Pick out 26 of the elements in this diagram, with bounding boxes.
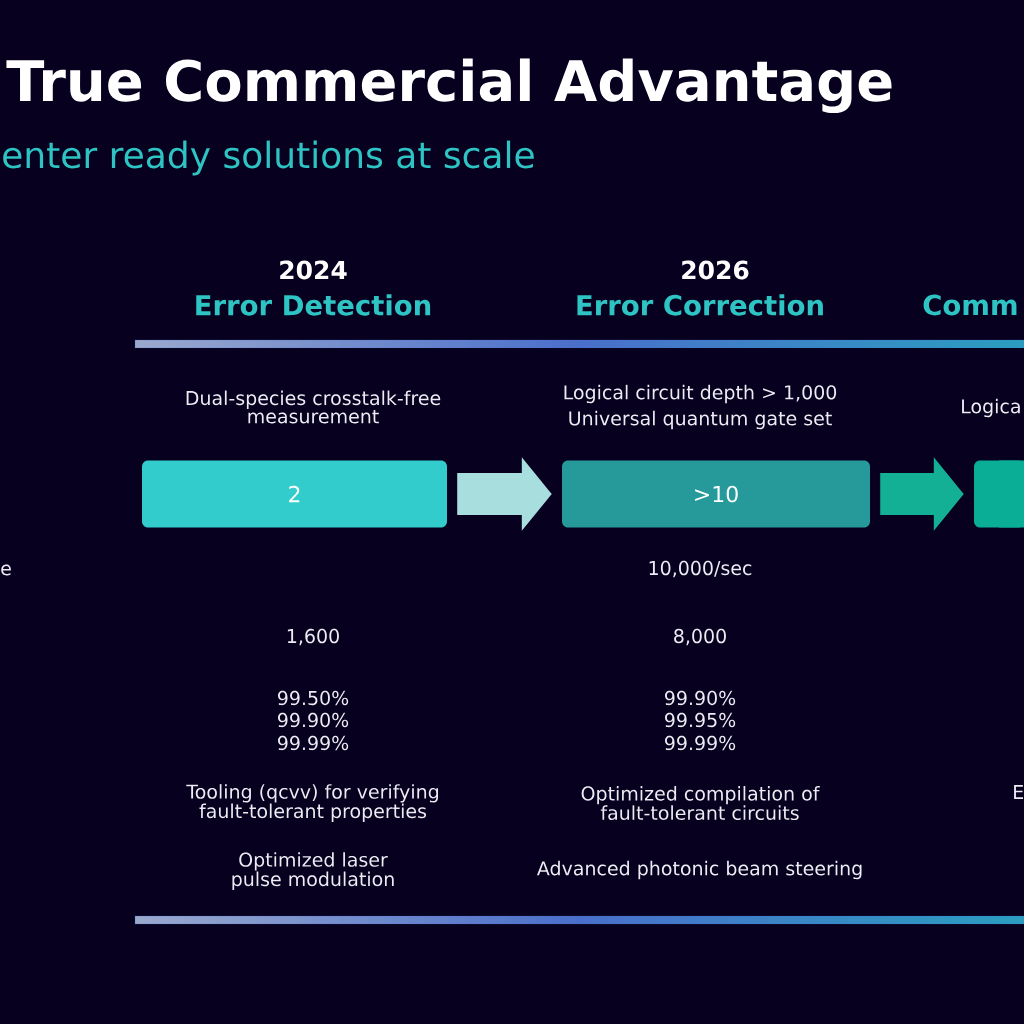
value-text: 8,000: [674, 628, 726, 646]
milestone-text: Universal quantum gate set: [569, 410, 832, 430]
fidelity-value: 99.90%: [665, 690, 736, 706]
fidelity-value: 99.50%: [277, 690, 349, 706]
milestone-text: E: [1014, 785, 1023, 799]
milestone-box: [974, 460, 1024, 528]
value-text: 10,000/sec: [649, 560, 752, 578]
row-text: e: [1, 564, 11, 576]
fidelity-value: 99.90%: [277, 712, 349, 728]
phase-heading: Comm: [923, 294, 1017, 316]
milestone-text: Advanced photonic beam steering: [536, 860, 862, 880]
subtitle: enter ready solutions at scale: [3, 140, 534, 176]
title: True Commercial Advantage: [6, 58, 892, 114]
value-text: 1,600: [287, 628, 339, 646]
milestone-box: >10: [562, 460, 870, 528]
milestone-text: Tooling (qcvv) for verifying fault-tolerant properties: [186, 784, 438, 822]
fidelity-value: 99.99%: [665, 735, 736, 751]
milestone-text: Optimized compilation of fault-tolerant circuits: [581, 785, 820, 821]
phase-heading: Error Detection: [196, 294, 431, 316]
year-label: 2026: [682, 260, 749, 280]
milestone-text: Optimized laser pulse modulation: [232, 852, 394, 890]
fidelity-value: 99.95%: [665, 712, 736, 728]
phase-heading: Error Correction: [577, 294, 823, 316]
milestone-box: 2: [142, 460, 447, 528]
year-label: 2024: [280, 260, 347, 280]
fidelity-value: 99.99%: [277, 735, 349, 751]
